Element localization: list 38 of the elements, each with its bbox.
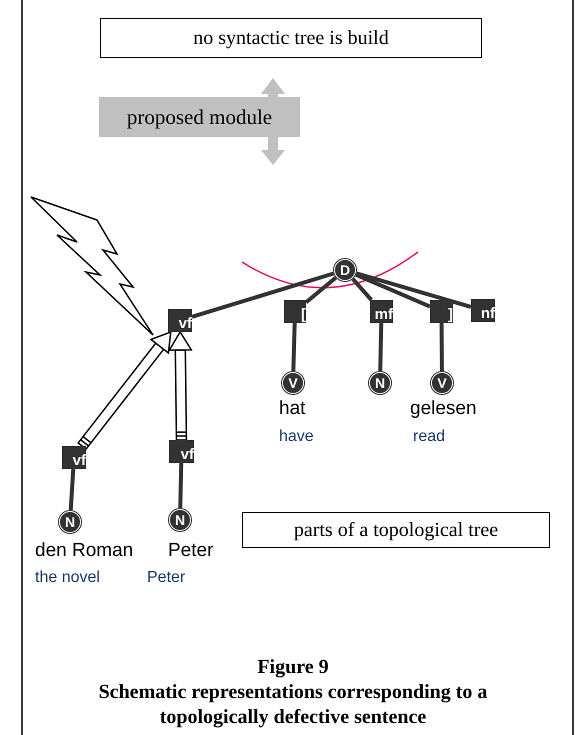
word-label: hat [279,398,306,420]
tree-branch [440,322,444,372]
category-node: N [169,509,191,531]
category-tag: [ [284,300,306,323]
gloss-label: Peter [147,569,186,587]
category-node: D [334,259,356,281]
word-label: Peter [168,540,214,562]
category-node: N [369,372,391,394]
word-label: gelesen [410,398,477,420]
hollow-arrow [168,331,192,441]
tree-branch [68,468,76,510]
category-node: V [282,372,304,394]
category-node: V [431,372,453,394]
category-tag: nf [471,299,495,322]
tree-branch [191,272,334,319]
category-tag: vf [169,440,194,463]
gloss-label: read [413,428,446,446]
module-box: proposed module [99,97,300,137]
tree-branch [378,322,384,372]
category-tag: vf [62,446,86,469]
tree-branch [355,272,431,308]
category-tag: mf [370,300,393,323]
category-tag: vf [168,309,192,332]
gloss-label: have [279,428,314,446]
category-node: N [59,511,81,533]
tree-branch [291,322,297,372]
tree-branch [178,462,184,508]
tree-branch [351,278,373,302]
tree-branch [304,276,338,304]
figure-caption: Schematic representations corresponding to a topologically defective sentence [98,680,488,730]
tree-branch [356,271,472,309]
figure-title: Figure 9 [256,655,330,680]
text-box: parts of a topological tree [242,512,550,548]
category-tag: ] [430,300,453,323]
text-box: no syntactic tree is build [100,18,482,58]
word-label: den Roman [35,540,134,562]
gloss-label: the novel [35,569,100,587]
hollow-arrow [77,331,172,450]
